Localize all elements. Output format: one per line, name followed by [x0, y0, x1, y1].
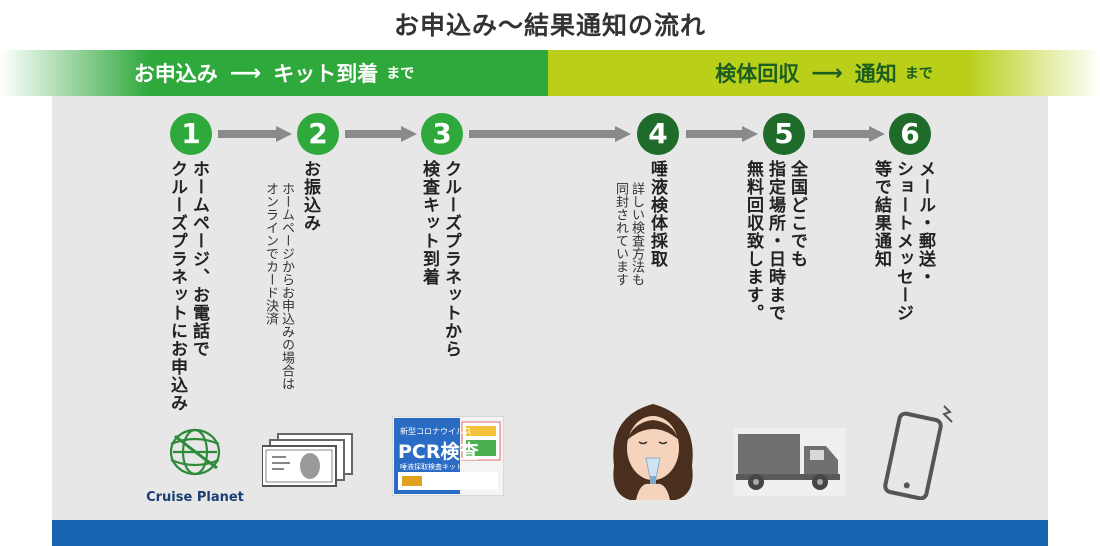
- step-number-6: 6: [889, 113, 931, 155]
- step-4-text: 唾液検体採取: [647, 160, 667, 268]
- step-4-subtext: 詳しい検査方法も 同封されています: [613, 182, 644, 286]
- kit-desc-label: 唾液採取検査キット: [400, 462, 463, 471]
- band-suffix: まで: [386, 66, 415, 82]
- kit-brand-label: 新型コロナウイルス: [400, 426, 472, 436]
- page-title: お申込み〜結果通知の流れ: [393, 11, 706, 40]
- step-1-text: ホームページ、お電話で クルーズプラネットにお申込み: [167, 160, 209, 412]
- connector-arrow-icon: [218, 126, 292, 142]
- delivery-truck-icon: [734, 428, 846, 496]
- step-number-4: 4: [637, 113, 679, 155]
- right-arrow-icon: ⟶: [811, 60, 843, 86]
- step-number-5: 5: [763, 113, 805, 155]
- step-6-text: メール・郵送・ ショートメッセージ 等で結果通知: [871, 160, 935, 322]
- step-5-text: 全国どこでも 指定場所・日時まで 無料回収致します。: [743, 160, 807, 322]
- step-number-1: 1: [170, 113, 212, 155]
- band-end-label: キット到着: [273, 62, 379, 86]
- phase-band-collect-to-notify: 検体回収 ⟶ 通知 まで: [548, 50, 1100, 96]
- smartphone-icon: [883, 405, 953, 500]
- step-3-text: クルーズプラネットから 検査キット到着: [419, 160, 461, 358]
- saliva-sampling-person-icon: [613, 404, 693, 500]
- brand-logo-text: Cruise Planet: [146, 490, 244, 505]
- connector-arrow-icon: [686, 126, 758, 142]
- kit-name-label: PCR検査: [398, 440, 479, 463]
- band-end-label: 通知: [854, 62, 897, 86]
- band-suffix: まで: [904, 66, 933, 82]
- banknotes-icon: [262, 433, 353, 487]
- band-start-label: お申込み: [133, 62, 218, 86]
- footer-bar: [52, 520, 1048, 546]
- step-number-2: 2: [297, 113, 339, 155]
- connector-arrow-icon: [345, 126, 417, 142]
- pcr-kit-box-icon: 新型コロナウイルス PCR検査 唾液採取検査キット: [392, 416, 504, 496]
- right-arrow-icon: ⟶: [229, 60, 262, 86]
- band-start-label: 検体回収: [715, 62, 800, 86]
- phase-band-apply-to-kit: お申込み ⟶ キット到着 まで: [0, 50, 548, 96]
- connector-arrow-icon: [813, 126, 885, 142]
- globe-logo-icon: [169, 428, 221, 476]
- connector-arrow-icon: [469, 126, 631, 142]
- step-2-text: お振込み: [300, 160, 320, 232]
- step-number-3: 3: [421, 113, 463, 155]
- step-2-subtext: ホームページからお申込みの場合は オンラインでカード決済: [263, 182, 294, 390]
